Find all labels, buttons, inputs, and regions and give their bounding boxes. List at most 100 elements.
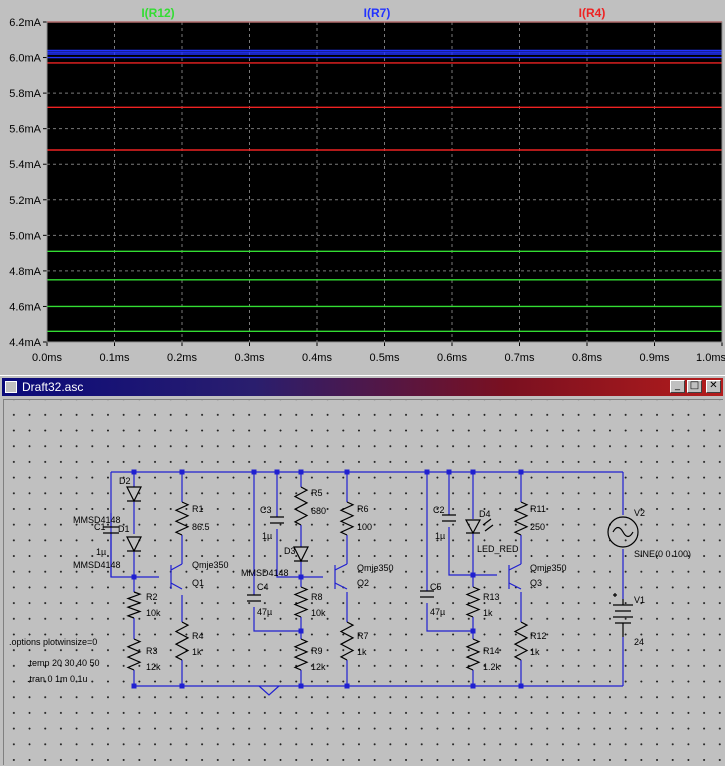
label-d1-model[interactable]: MMSD4148 <box>73 560 121 570</box>
label-q2[interactable]: Q2 <box>357 578 369 588</box>
label-r13-value[interactable]: 1k <box>483 608 493 618</box>
label-d4-model[interactable]: LED_RED <box>477 544 519 554</box>
component-labels[interactable]: D2 D1 MMSD4148 C1 1µ MMSD4148 R1 86.5 Qm… <box>73 476 691 672</box>
capacitor-symbols[interactable] <box>103 514 456 602</box>
directive-tran[interactable]: .tran 0 1m 0 1u <box>27 674 88 684</box>
label-r14[interactable]: R14 <box>483 646 500 656</box>
label-c2-value[interactable]: 1µ <box>435 531 445 541</box>
label-r12-value[interactable]: 1k <box>530 647 540 657</box>
diode-symbols[interactable] <box>126 486 494 563</box>
resistor-r13[interactable] <box>465 586 481 618</box>
label-r13[interactable]: R13 <box>483 592 500 602</box>
label-d2-model[interactable]: MMSD4148 <box>73 515 121 525</box>
resistor-r12[interactable] <box>513 621 529 661</box>
label-d3[interactable]: D3 <box>284 546 296 556</box>
resistor-r3[interactable] <box>126 638 142 671</box>
junction-dot <box>179 469 185 475</box>
label-q1[interactable]: Q1 <box>192 578 204 588</box>
resistor-r14[interactable] <box>465 638 481 671</box>
x-tick-label: 1.0ms <box>696 352 725 364</box>
label-d4[interactable]: D4 <box>479 509 491 519</box>
legend-i-r12[interactable]: I(R12) <box>141 6 174 20</box>
label-r8-value[interactable]: 10k <box>311 608 326 618</box>
label-r7-value[interactable]: 1k <box>357 647 367 657</box>
label-c3-value[interactable]: 1µ <box>262 531 272 541</box>
resistor-symbols[interactable] <box>126 486 529 671</box>
label-r1[interactable]: R1 <box>192 504 204 514</box>
label-q3-model[interactable]: Qmje350 <box>530 563 567 573</box>
schematic-drawing[interactable]: D2 D1 MMSD4148 C1 1µ MMSD4148 R1 86.5 Qm… <box>3 399 723 765</box>
label-c4[interactable]: C4 <box>257 582 269 592</box>
resistor-r5[interactable] <box>293 486 309 526</box>
label-v2[interactable]: V2 <box>634 508 645 518</box>
resistor-r11[interactable] <box>513 501 529 536</box>
junction-dot <box>470 628 476 634</box>
label-c5[interactable]: C5 <box>430 582 442 592</box>
label-r11-value[interactable]: 250 <box>530 522 545 532</box>
x-tick-label: 0.6ms <box>437 352 467 364</box>
junction-dot <box>446 469 452 475</box>
legend-i-r7[interactable]: I(R7) <box>364 6 391 20</box>
label-r4[interactable]: R4 <box>192 631 204 641</box>
label-q1-model[interactable]: Qmje350 <box>192 560 229 570</box>
label-r4-value[interactable]: 1k <box>192 647 202 657</box>
y-tick-label: 5.4mA <box>9 159 41 171</box>
resistor-r6[interactable] <box>339 501 355 536</box>
label-r5-value[interactable]: 680 <box>311 506 326 516</box>
label-d2[interactable]: D2 <box>119 476 131 486</box>
label-r11[interactable]: R11 <box>530 504 546 514</box>
source-symbols[interactable] <box>607 516 639 637</box>
label-r12[interactable]: R12 <box>530 631 547 641</box>
close-button[interactable]: ✕ <box>706 380 721 393</box>
label-q2-model[interactable]: Qmje350 <box>357 563 394 573</box>
waveform-plot[interactable]: 6.2mA6.0mA5.8mA5.6mA5.4mA5.2mA5.0mA4.8mA… <box>0 0 725 371</box>
resistor-r1[interactable] <box>174 501 190 536</box>
minimize-button[interactable]: _ <box>670 380 685 393</box>
label-c2[interactable]: C2 <box>433 505 445 515</box>
label-r6[interactable]: R6 <box>357 504 369 514</box>
junction-dot <box>344 469 350 475</box>
schematic-canvas[interactable]: D2 D1 MMSD4148 C1 1µ MMSD4148 R1 86.5 Qm… <box>3 399 723 765</box>
resistor-r4[interactable] <box>174 621 190 661</box>
label-v1[interactable]: V1 <box>634 595 645 605</box>
label-r9-value[interactable]: 12k <box>311 662 326 672</box>
label-c1[interactable]: C1 <box>94 522 106 532</box>
resistor-r8[interactable] <box>293 586 309 618</box>
wires[interactable] <box>110 471 624 696</box>
label-r7[interactable]: R7 <box>357 631 369 641</box>
label-r3[interactable]: R3 <box>146 646 158 656</box>
maximize-button[interactable]: □ <box>687 380 702 393</box>
junction-dot <box>298 628 304 634</box>
label-q3[interactable]: Q3 <box>530 578 542 588</box>
y-tick-label: 5.8mA <box>9 88 41 100</box>
spice-directives[interactable]: .options plotwinsize=0 .temp 20 30 40 50… <box>9 637 100 684</box>
x-tick-label: 0.2ms <box>167 352 197 364</box>
resistor-r9[interactable] <box>293 638 309 671</box>
resistor-r7[interactable] <box>339 621 355 661</box>
label-v2-value[interactable]: SINE(0 0 100) <box>634 549 691 559</box>
label-c3[interactable]: C3 <box>260 505 272 515</box>
label-r6-value[interactable]: 100 <box>357 522 372 532</box>
directive-temp[interactable]: .temp 20 30 40 50 <box>27 658 100 668</box>
label-v1-value[interactable]: 24 <box>634 637 644 647</box>
label-c4-value[interactable]: 47µ <box>257 607 272 617</box>
directive-options[interactable]: .options plotwinsize=0 <box>9 637 97 647</box>
label-r14-value[interactable]: 1.2k <box>483 662 501 672</box>
y-tick-label: 5.0mA <box>9 230 41 242</box>
label-r2[interactable]: R2 <box>146 592 158 602</box>
window-titlebar[interactable]: Draft32.asc _ □ ✕ <box>2 378 723 396</box>
y-tick-label: 4.4mA <box>9 337 41 349</box>
label-r2-value[interactable]: 10k <box>146 608 161 618</box>
label-d3-model[interactable]: MMSD4148 <box>241 568 289 578</box>
label-d1[interactable]: D1 <box>118 524 130 534</box>
label-r8[interactable]: R8 <box>311 592 323 602</box>
label-r9[interactable]: R9 <box>311 646 323 656</box>
label-r3-value[interactable]: 12k <box>146 662 161 672</box>
label-c1-value[interactable]: 1µ <box>96 547 106 557</box>
label-c5-value[interactable]: 47µ <box>430 607 445 617</box>
label-r5[interactable]: R5 <box>311 488 323 498</box>
legend-i-r4[interactable]: I(R4) <box>579 6 606 20</box>
label-r1-value[interactable]: 86.5 <box>192 522 210 532</box>
resistor-r2[interactable] <box>126 591 142 619</box>
